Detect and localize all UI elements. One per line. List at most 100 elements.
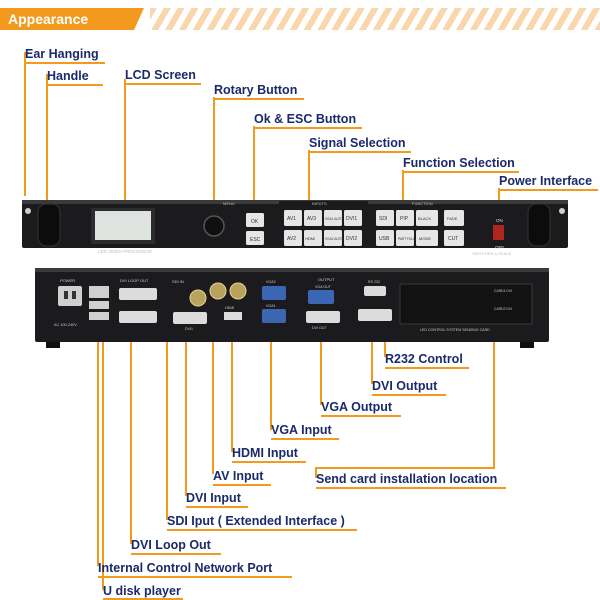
mode-key — [416, 230, 438, 246]
vga1-key — [324, 210, 342, 226]
label-send-card: Send card installation location — [316, 472, 498, 486]
rs232-port-icon — [364, 286, 386, 296]
label-ok-esc-button: Ok & ESC Button — [254, 112, 357, 126]
svg-text:LED CONTROL SYSTEM SENDING CAR: LED CONTROL SYSTEM SENDING CARD — [420, 328, 490, 332]
svg-text:ON: ON — [496, 218, 503, 223]
svg-text:AV2: AV2 — [287, 236, 296, 242]
title-stripes — [150, 8, 600, 30]
hdmi-key — [304, 230, 322, 246]
svg-text:DVI1: DVI1 — [346, 216, 357, 222]
label-dvi-output: DVI Output — [372, 379, 438, 393]
svg-text:DVI2: DVI2 — [346, 236, 357, 242]
label-ear-hanging: Ear Hanging — [25, 47, 99, 61]
label-function-selection: Function Selection — [403, 156, 515, 170]
dvi-out-port-icon — [306, 311, 340, 323]
handle-left-icon — [37, 203, 61, 247]
handle-right-icon — [527, 203, 551, 247]
svg-text:SWITCHER & SCALE: SWITCHER & SCALE — [472, 251, 512, 256]
av1-key — [284, 210, 302, 226]
dvi-output-port-icon — [358, 309, 392, 321]
vga2-port-icon — [262, 286, 286, 300]
svg-text:AC 100-240V: AC 100-240V — [54, 323, 77, 327]
label-power-interface: Power Interface — [499, 174, 593, 188]
av3-key — [304, 210, 322, 226]
ok-key — [246, 213, 264, 227]
label-vga-output: VGA Output — [321, 400, 393, 414]
svg-text:OK: OK — [251, 219, 259, 225]
dvi-loop-port-icon-2 — [119, 311, 157, 323]
bnc-port-icon-1 — [189, 289, 207, 307]
dvi-loop-port-icon — [119, 288, 157, 300]
dvi-in-port-icon — [173, 312, 207, 324]
svg-text:VGA1: VGA1 — [266, 304, 276, 308]
svg-text:VGA1 AUTO: VGA1 AUTO — [325, 217, 344, 221]
cut-key — [444, 230, 464, 246]
svg-text:OFF: OFF — [495, 245, 504, 250]
svg-text:BLACK: BLACK — [418, 216, 431, 221]
rj45-port-icon — [89, 286, 109, 298]
usb-port-icon — [89, 301, 109, 309]
bnc-port-icon-2 — [209, 282, 227, 300]
front-caption: LED VIDEO PROCESSOR — [98, 249, 153, 254]
svg-text:OUTPUT: OUTPUT — [318, 277, 335, 282]
svg-text:VGA2 AUTO: VGA2 AUTO — [325, 237, 344, 241]
label-dvi-input: DVI Input — [186, 491, 241, 505]
svg-text:FADE: FADE — [447, 216, 458, 221]
usb-port-icon-2 — [89, 312, 109, 320]
svg-text:PART FULL: PART FULL — [398, 237, 415, 241]
label-av-input: AV Input — [213, 469, 264, 483]
label-lcd-screen: LCD Screen — [125, 68, 196, 82]
line-send-card — [315, 300, 495, 478]
svg-text:ESC: ESC — [250, 237, 261, 243]
vga1-port-icon — [262, 309, 286, 323]
dvi1-key — [344, 210, 362, 226]
svg-text:HDMI: HDMI — [225, 306, 234, 310]
svg-text:PIP: PIP — [400, 216, 409, 222]
label-sdi-input: SDI Iput ( Extended Interface ) — [167, 514, 345, 528]
vga2-key — [324, 230, 342, 246]
label-hdmi-input: HDMI Input — [232, 446, 298, 460]
sdi-key — [376, 210, 394, 226]
svg-text:INPUTS: INPUTS — [312, 201, 327, 206]
label-usb-player: U disk player — [103, 584, 181, 598]
svg-text:MENU: MENU — [223, 201, 235, 206]
fade-key — [444, 210, 464, 226]
svg-text:AV3: AV3 — [307, 216, 316, 222]
esc-key — [246, 231, 264, 245]
usb-key — [376, 230, 394, 246]
power-switch-icon — [493, 225, 504, 240]
svg-text:POWER: POWER — [60, 278, 75, 283]
ac-inlet-icon — [58, 286, 82, 306]
rotary-knob-icon — [203, 215, 225, 237]
part-key — [396, 230, 414, 246]
label-internal-network: Internal Control Network Port — [98, 561, 273, 575]
pip-key — [396, 210, 414, 226]
hdmi-port-icon — [224, 312, 242, 320]
ear-hole-right-icon — [559, 208, 565, 214]
label-dvi-loop-out: DVI Loop Out — [131, 538, 211, 552]
vga-out-port-icon — [308, 290, 334, 304]
svg-text:RS 232: RS 232 — [368, 280, 380, 284]
page-title: Appearance — [0, 8, 144, 30]
label-handle: Handle — [47, 69, 89, 83]
svg-text:AV1: AV1 — [287, 216, 296, 222]
send-card-slot — [399, 283, 533, 325]
svg-text:SDI: SDI — [379, 216, 387, 222]
svg-text:VGA OUT: VGA OUT — [315, 285, 332, 289]
svg-text:DVI LOOP OUT: DVI LOOP OUT — [120, 278, 149, 283]
label-vga-input: VGA Input — [271, 423, 332, 437]
svg-text:DVI1: DVI1 — [185, 327, 193, 331]
label-rotary-button: Rotary Button — [214, 83, 298, 97]
svg-text:FUNCTION: FUNCTION — [412, 201, 433, 206]
svg-text:DVI OUT: DVI OUT — [312, 326, 327, 330]
ear-hole-left-icon — [25, 208, 31, 214]
label-signal-selection: Signal Selection — [309, 136, 406, 150]
lcd-screen — [95, 211, 151, 240]
svg-text:VGA2: VGA2 — [266, 280, 276, 284]
dvi2-key — [344, 230, 362, 246]
black-key — [416, 210, 438, 226]
svg-text:CUT: CUT — [448, 236, 458, 242]
bnc-port-icon-3 — [229, 282, 247, 300]
